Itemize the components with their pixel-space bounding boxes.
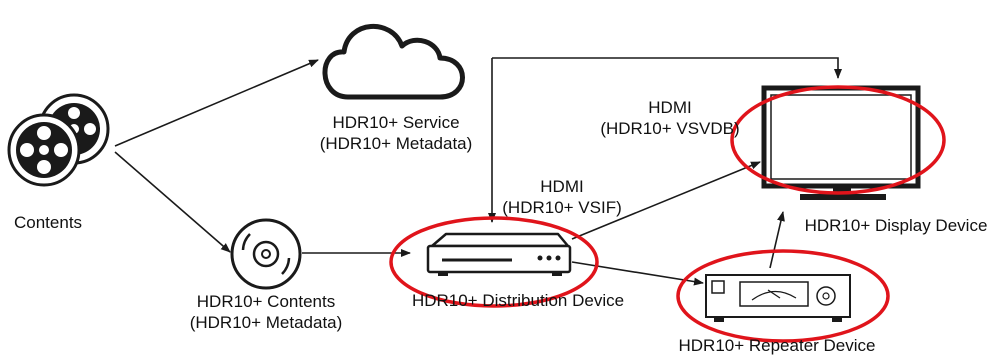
hdmi-vsif-label: HDMI (HDR10+ VSIF) <box>494 176 630 218</box>
highlight-repeater <box>676 249 890 343</box>
arrow-contents-to-disc <box>114 151 231 253</box>
hdmi-vsvdb-line2: (HDR10+ VSVDB) <box>600 119 740 138</box>
tv-monitor-icon <box>761 85 921 200</box>
connectors <box>114 57 842 286</box>
hdr-contents-label-line1: HDR10+ Contents <box>196 292 336 311</box>
service-label: HDR10+ Service (HDR10+ Metadata) <box>296 112 496 154</box>
film-reels-icon <box>7 93 110 187</box>
highlight-display <box>730 85 946 195</box>
hdmi-vsvdb-line1: HDMI <box>648 98 692 117</box>
arrow-contents-to-service <box>114 59 319 147</box>
hdmi-vsif-line2: (HDR10+ VSIF) <box>502 198 622 217</box>
arrow-distribution-to-display <box>571 161 761 240</box>
cloud-icon <box>322 23 465 100</box>
hdr-contents-label-line2: (HDR10+ Metadata) <box>189 313 343 332</box>
hdmi-vsif-line1: HDMI <box>540 177 584 196</box>
service-label-line2: (HDR10+ Metadata) <box>319 134 473 153</box>
arrow-repeater-to-display <box>769 211 785 269</box>
contents-label: Contents <box>14 213 83 232</box>
display-label: HDR10+ Display Device <box>804 216 988 235</box>
set-top-box-icon <box>426 232 572 276</box>
distribution-label: HDR10+ Distribution Device <box>411 291 625 310</box>
hdr-contents-label: HDR10+ Contents (HDR10+ Metadata) <box>166 291 366 333</box>
repeater-label: HDR10+ Repeater Device <box>678 336 876 355</box>
highlight-ellipses <box>389 85 946 343</box>
service-label-line1: HDR10+ Service <box>332 113 460 132</box>
arrow-service-to-display <box>492 57 842 79</box>
hdmi-vsvdb-label: HDMI (HDR10+ VSVDB) <box>590 97 750 139</box>
av-receiver-icon <box>705 274 851 322</box>
disc-icon <box>230 218 302 290</box>
arrow-distribution-to-repeater <box>571 261 704 286</box>
highlight-distribution <box>389 216 599 308</box>
